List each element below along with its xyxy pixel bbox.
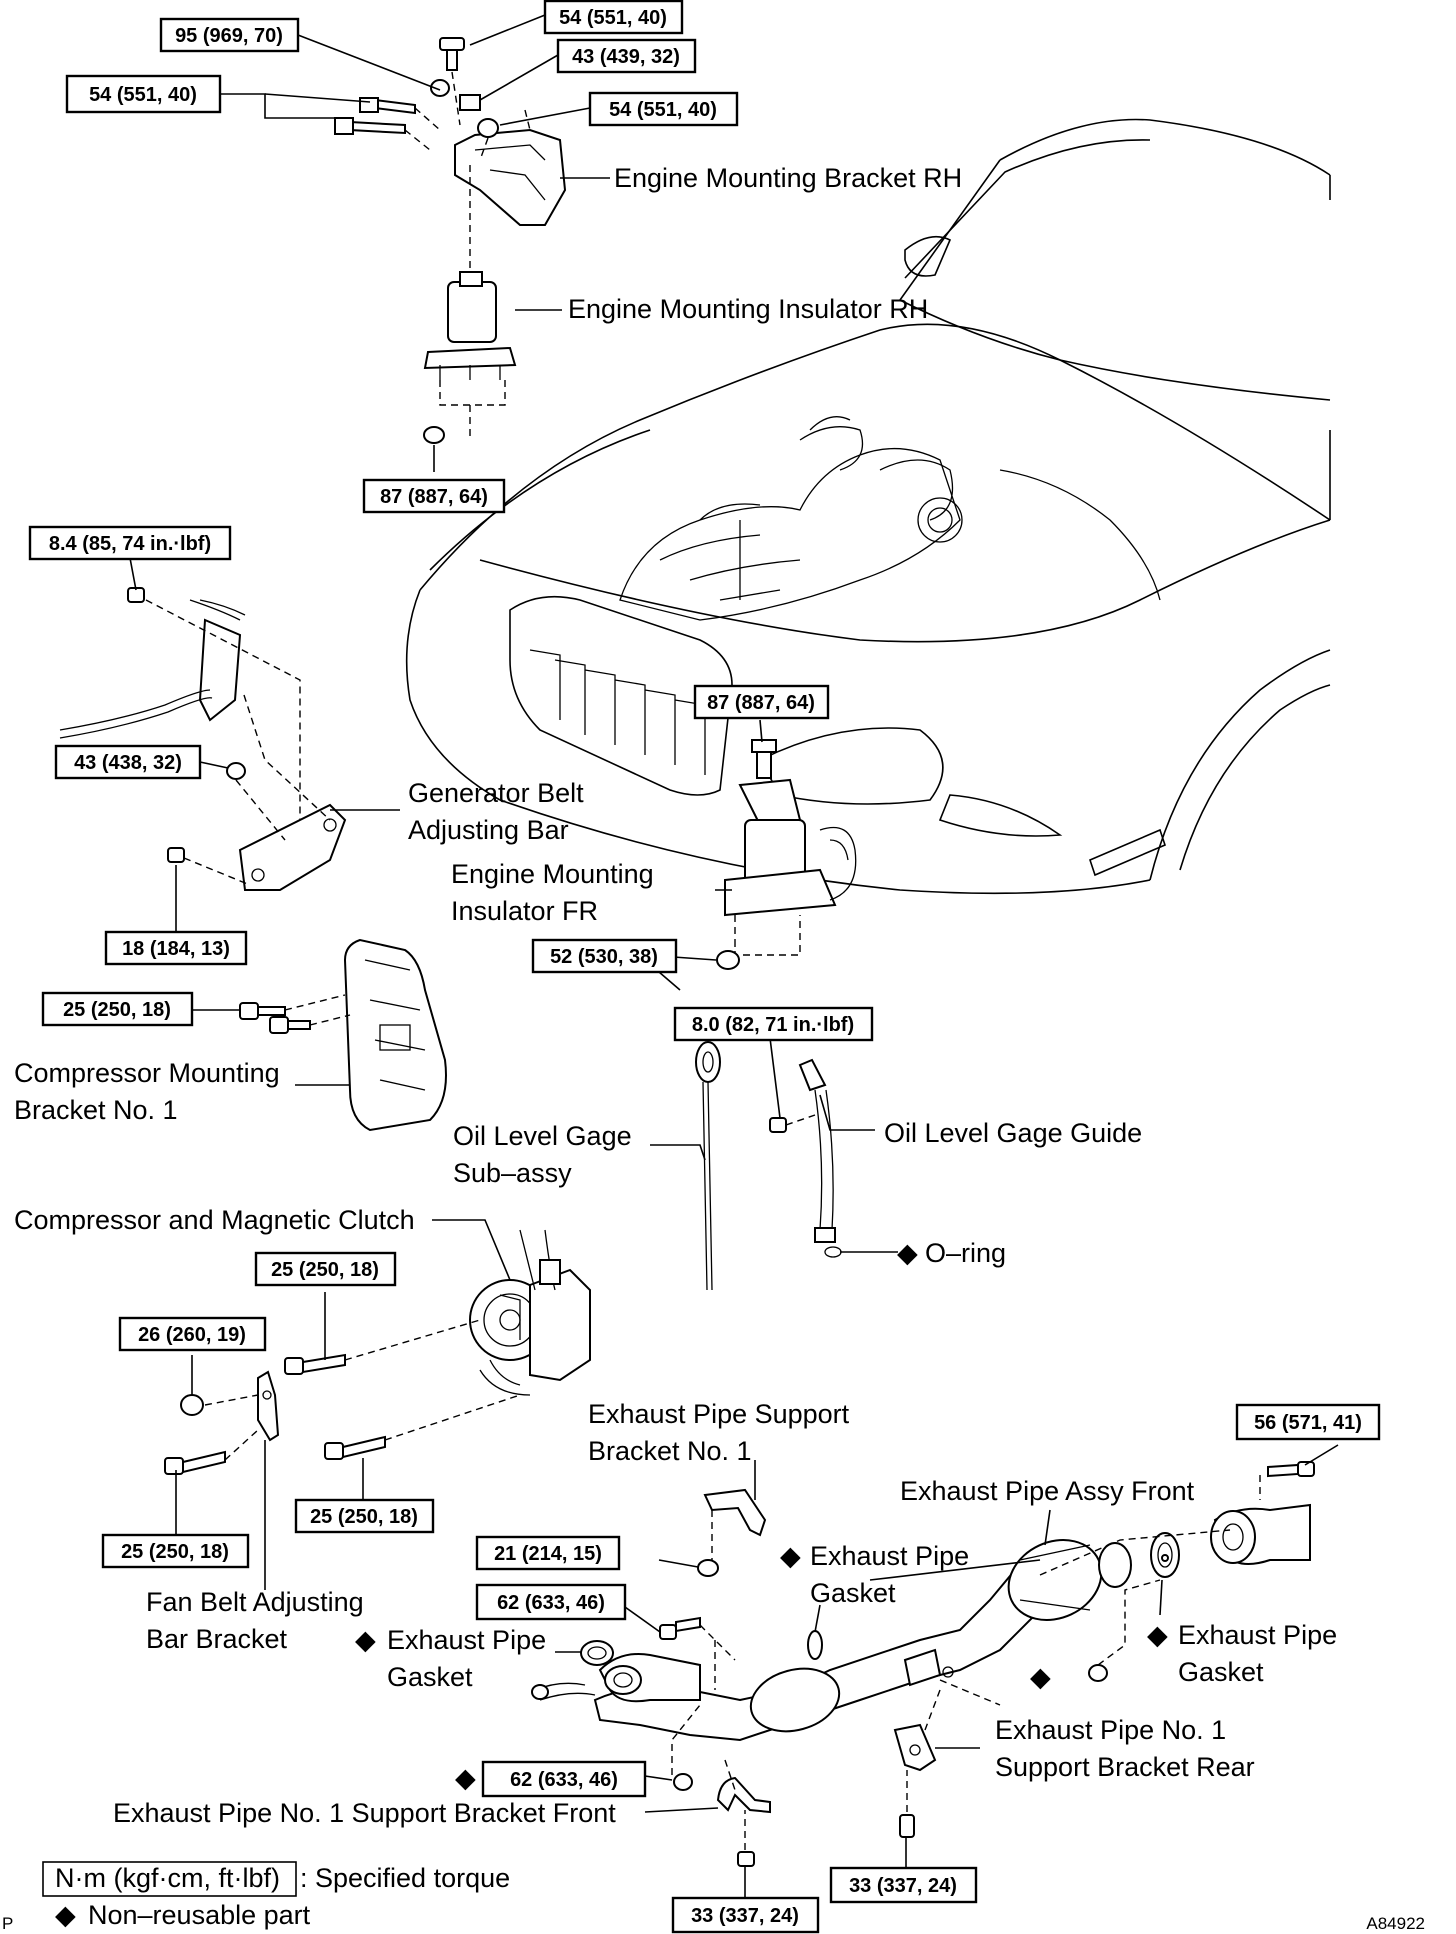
torque-spec: 26 (260, 19) xyxy=(138,1324,246,1346)
label-o-ring: O–ring xyxy=(925,1238,1006,1268)
generator-belt-adjusting-bar-part xyxy=(59,587,347,891)
vehicle-outline xyxy=(405,118,1331,895)
nonreusable-mark: ◆ xyxy=(780,1541,801,1571)
label-engine-mounting-bracket-rh: Engine Mounting Bracket RH xyxy=(614,163,962,193)
engine-mounting-insulator-rh-part xyxy=(423,271,517,444)
label-oil-level-gage-guide: Oil Level Gage Guide xyxy=(884,1118,1142,1148)
torque-spec: 54 (551, 40) xyxy=(559,7,667,29)
label-fan-belt-adjusting-bar-bracket: Fan Belt Adjusting xyxy=(146,1587,364,1617)
torque-spec: 43 (438, 32) xyxy=(74,752,182,774)
label-exhaust-pipe-gasket-right: Exhaust Pipe xyxy=(1178,1620,1337,1650)
compressor-mounting-bracket-part xyxy=(239,938,447,1132)
label-oil-level-gage: Oil Level Gage xyxy=(453,1121,632,1151)
torque-spec: 8.0 (82, 71 in.·lbf) xyxy=(692,1014,854,1036)
torque-spec: 87 (887, 64) xyxy=(380,486,488,508)
label-engine-mounting-insulator-fr-2: Insulator FR xyxy=(451,896,598,926)
engine-mounting-insulator-fr-part xyxy=(716,739,857,970)
nonreusable-mark: ◆ xyxy=(355,1625,376,1655)
label-exhaust-pipe-gasket-left: Exhaust Pipe xyxy=(387,1625,546,1655)
torque-spec: 8.4 (85, 74 in.·lbf) xyxy=(49,533,211,555)
torque-spec: 54 (551, 40) xyxy=(609,99,717,121)
label-generator-belt-adjusting-bar-2: Adjusting Bar xyxy=(408,815,569,845)
legend-unit: N·m (kgf·cm, ft·lbf) xyxy=(55,1863,280,1893)
torque-spec: 21 (214, 15) xyxy=(494,1543,602,1565)
engine-mounting-bracket-rh-part xyxy=(334,37,567,275)
torque-spec: 25 (250, 18) xyxy=(63,999,171,1021)
oil-level-gage-part xyxy=(695,1041,721,1291)
exhaust-pipe-assy-part xyxy=(531,1461,1315,1867)
torque-spec: 33 (337, 24) xyxy=(849,1875,957,1897)
label-exhaust-pipe-support-bracket-rear: Exhaust Pipe No. 1 xyxy=(995,1715,1226,1745)
label-exhaust-pipe-gasket: Exhaust Pipe xyxy=(810,1541,969,1571)
label-exhaust-pipe-support-bracket: Exhaust Pipe Support xyxy=(588,1399,850,1429)
torque-spec: 62 (633, 46) xyxy=(510,1769,618,1791)
nonreusable-mark: ◆ xyxy=(1147,1620,1168,1650)
label-compressor-mounting-bracket: Compressor Mounting xyxy=(14,1058,280,1088)
legend: N·m (kgf·cm, ft·lbf) : Specified torque … xyxy=(42,1861,510,1930)
label-exhaust-pipe-support-bracket-2: Bracket No. 1 xyxy=(588,1436,752,1466)
torque-spec: 33 (337, 24) xyxy=(691,1905,799,1927)
label-engine-mounting-insulator-rh: Engine Mounting Insulator RH xyxy=(568,294,928,324)
grille-slats xyxy=(529,649,706,775)
page-marker: P xyxy=(2,1914,13,1933)
nonreusable-mark: ◆ xyxy=(455,1763,476,1793)
torque-spec: 54 (551, 40) xyxy=(89,84,197,106)
label-compressor-mounting-bracket-2: Bracket No. 1 xyxy=(14,1095,178,1125)
label-exhaust-pipe-assy-front: Exhaust Pipe Assy Front xyxy=(900,1476,1195,1506)
torque-spec: 25 (250, 18) xyxy=(310,1506,418,1528)
label-generator-belt-adjusting-bar: Generator Belt xyxy=(408,778,584,808)
label-exhaust-pipe-support-bracket-rear-2: Support Bracket Rear xyxy=(995,1752,1255,1782)
torque-spec: 25 (250, 18) xyxy=(121,1541,229,1563)
label-exhaust-pipe-gasket-2: Gasket xyxy=(810,1578,896,1608)
legend-nonreusable: Non–reusable part xyxy=(88,1900,311,1930)
torque-boxes: 95 (969, 70) 54 (551, 40) 43 (439, 32) 5… xyxy=(28,0,1381,1934)
label-exhaust-pipe-gasket-left-2: Gasket xyxy=(387,1662,473,1692)
torque-spec: 52 (530, 38) xyxy=(550,946,658,968)
callout-lines xyxy=(129,14,1339,1898)
part-labels: Engine Mounting Bracket RH Engine Mounti… xyxy=(14,163,1337,1828)
label-exhaust-pipe-gasket-right-2: Gasket xyxy=(1178,1657,1264,1687)
compressor-part xyxy=(469,1229,591,1396)
fan-belt-adjusting-bar-bracket-part xyxy=(164,1319,521,1475)
torque-spec: 62 (633, 46) xyxy=(497,1592,605,1614)
label-fan-belt-adjusting-bar-bracket-2: Bar Bracket xyxy=(146,1624,288,1654)
torque-spec: 95 (969, 70) xyxy=(175,25,283,47)
torque-spec: 87 (887, 64) xyxy=(707,692,815,714)
nonreusable-mark: ◆ xyxy=(897,1238,918,1268)
nonreusable-mark: ◆ xyxy=(55,1900,76,1930)
nonreusable-mark: ◆ xyxy=(1030,1662,1051,1692)
torque-spec: 56 (571, 41) xyxy=(1254,1412,1362,1434)
label-oil-level-gage-2: Sub–assy xyxy=(453,1158,572,1188)
label-compressor-magnetic-clutch: Compressor and Magnetic Clutch xyxy=(14,1205,415,1235)
engine-bay-sketch xyxy=(619,416,1161,621)
oil-level-gage-guide-part xyxy=(769,1058,842,1258)
figure-code: A84922 xyxy=(1366,1914,1425,1933)
torque-spec: 25 (250, 18) xyxy=(271,1259,379,1281)
label-engine-mounting-insulator-fr: Engine Mounting xyxy=(451,859,654,889)
legend-torque-desc: : Specified torque xyxy=(300,1863,510,1893)
label-exhaust-pipe-support-bracket-front: Exhaust Pipe No. 1 Support Bracket Front xyxy=(113,1798,616,1828)
torque-spec: 18 (184, 13) xyxy=(122,938,230,960)
torque-spec: 43 (439, 32) xyxy=(572,46,680,68)
